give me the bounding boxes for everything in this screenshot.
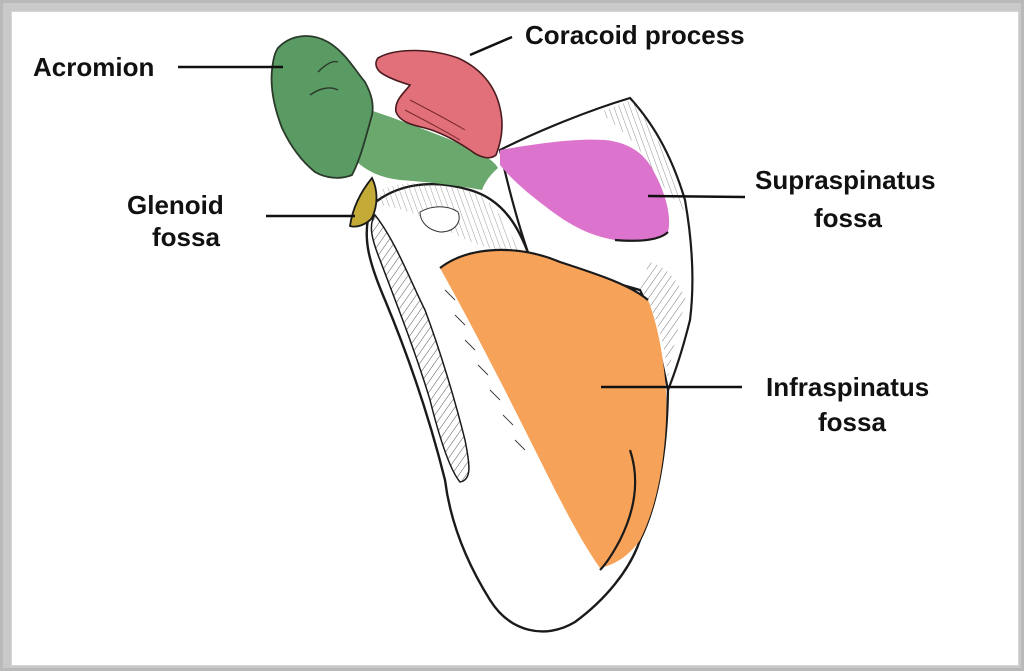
glenoid-label-line1: Glenoid xyxy=(127,190,224,220)
coracoid-label: Coracoid process xyxy=(525,20,745,50)
supraspinatus-label-line1: Supraspinatus xyxy=(755,165,936,195)
infraspinatus-fossa xyxy=(440,249,667,568)
lateral-border-shading xyxy=(370,213,470,483)
acromion xyxy=(270,35,374,179)
coracoid-hatching xyxy=(404,99,466,141)
glenoid-neck xyxy=(419,206,460,233)
infraspinatus-label-line2: fossa xyxy=(818,407,886,437)
scapular-spine xyxy=(355,110,498,190)
supraspinatus-fossa-outline xyxy=(614,231,669,242)
coracoid-process xyxy=(375,49,503,159)
medial-border-shading xyxy=(640,262,686,380)
coracoid-leader xyxy=(469,35,513,57)
supraspinatus-leader xyxy=(647,194,746,199)
infraspinatus-fossa-outline xyxy=(439,248,649,301)
glenoid-fossa xyxy=(349,176,378,228)
supraspinatus-label-line2: fossa xyxy=(814,203,882,233)
acromion-label: Acromion xyxy=(33,52,154,82)
superior-angle-shading xyxy=(600,100,688,215)
infraspinatus-hatch xyxy=(444,289,526,451)
acromion-detail xyxy=(309,60,339,96)
supraspinatus-fossa xyxy=(500,139,670,241)
inferior-angle-edge xyxy=(599,449,637,571)
infraspinatus-label-line1: Infraspinatus xyxy=(766,372,929,402)
glenoid-label-line2: fossa xyxy=(152,222,220,252)
